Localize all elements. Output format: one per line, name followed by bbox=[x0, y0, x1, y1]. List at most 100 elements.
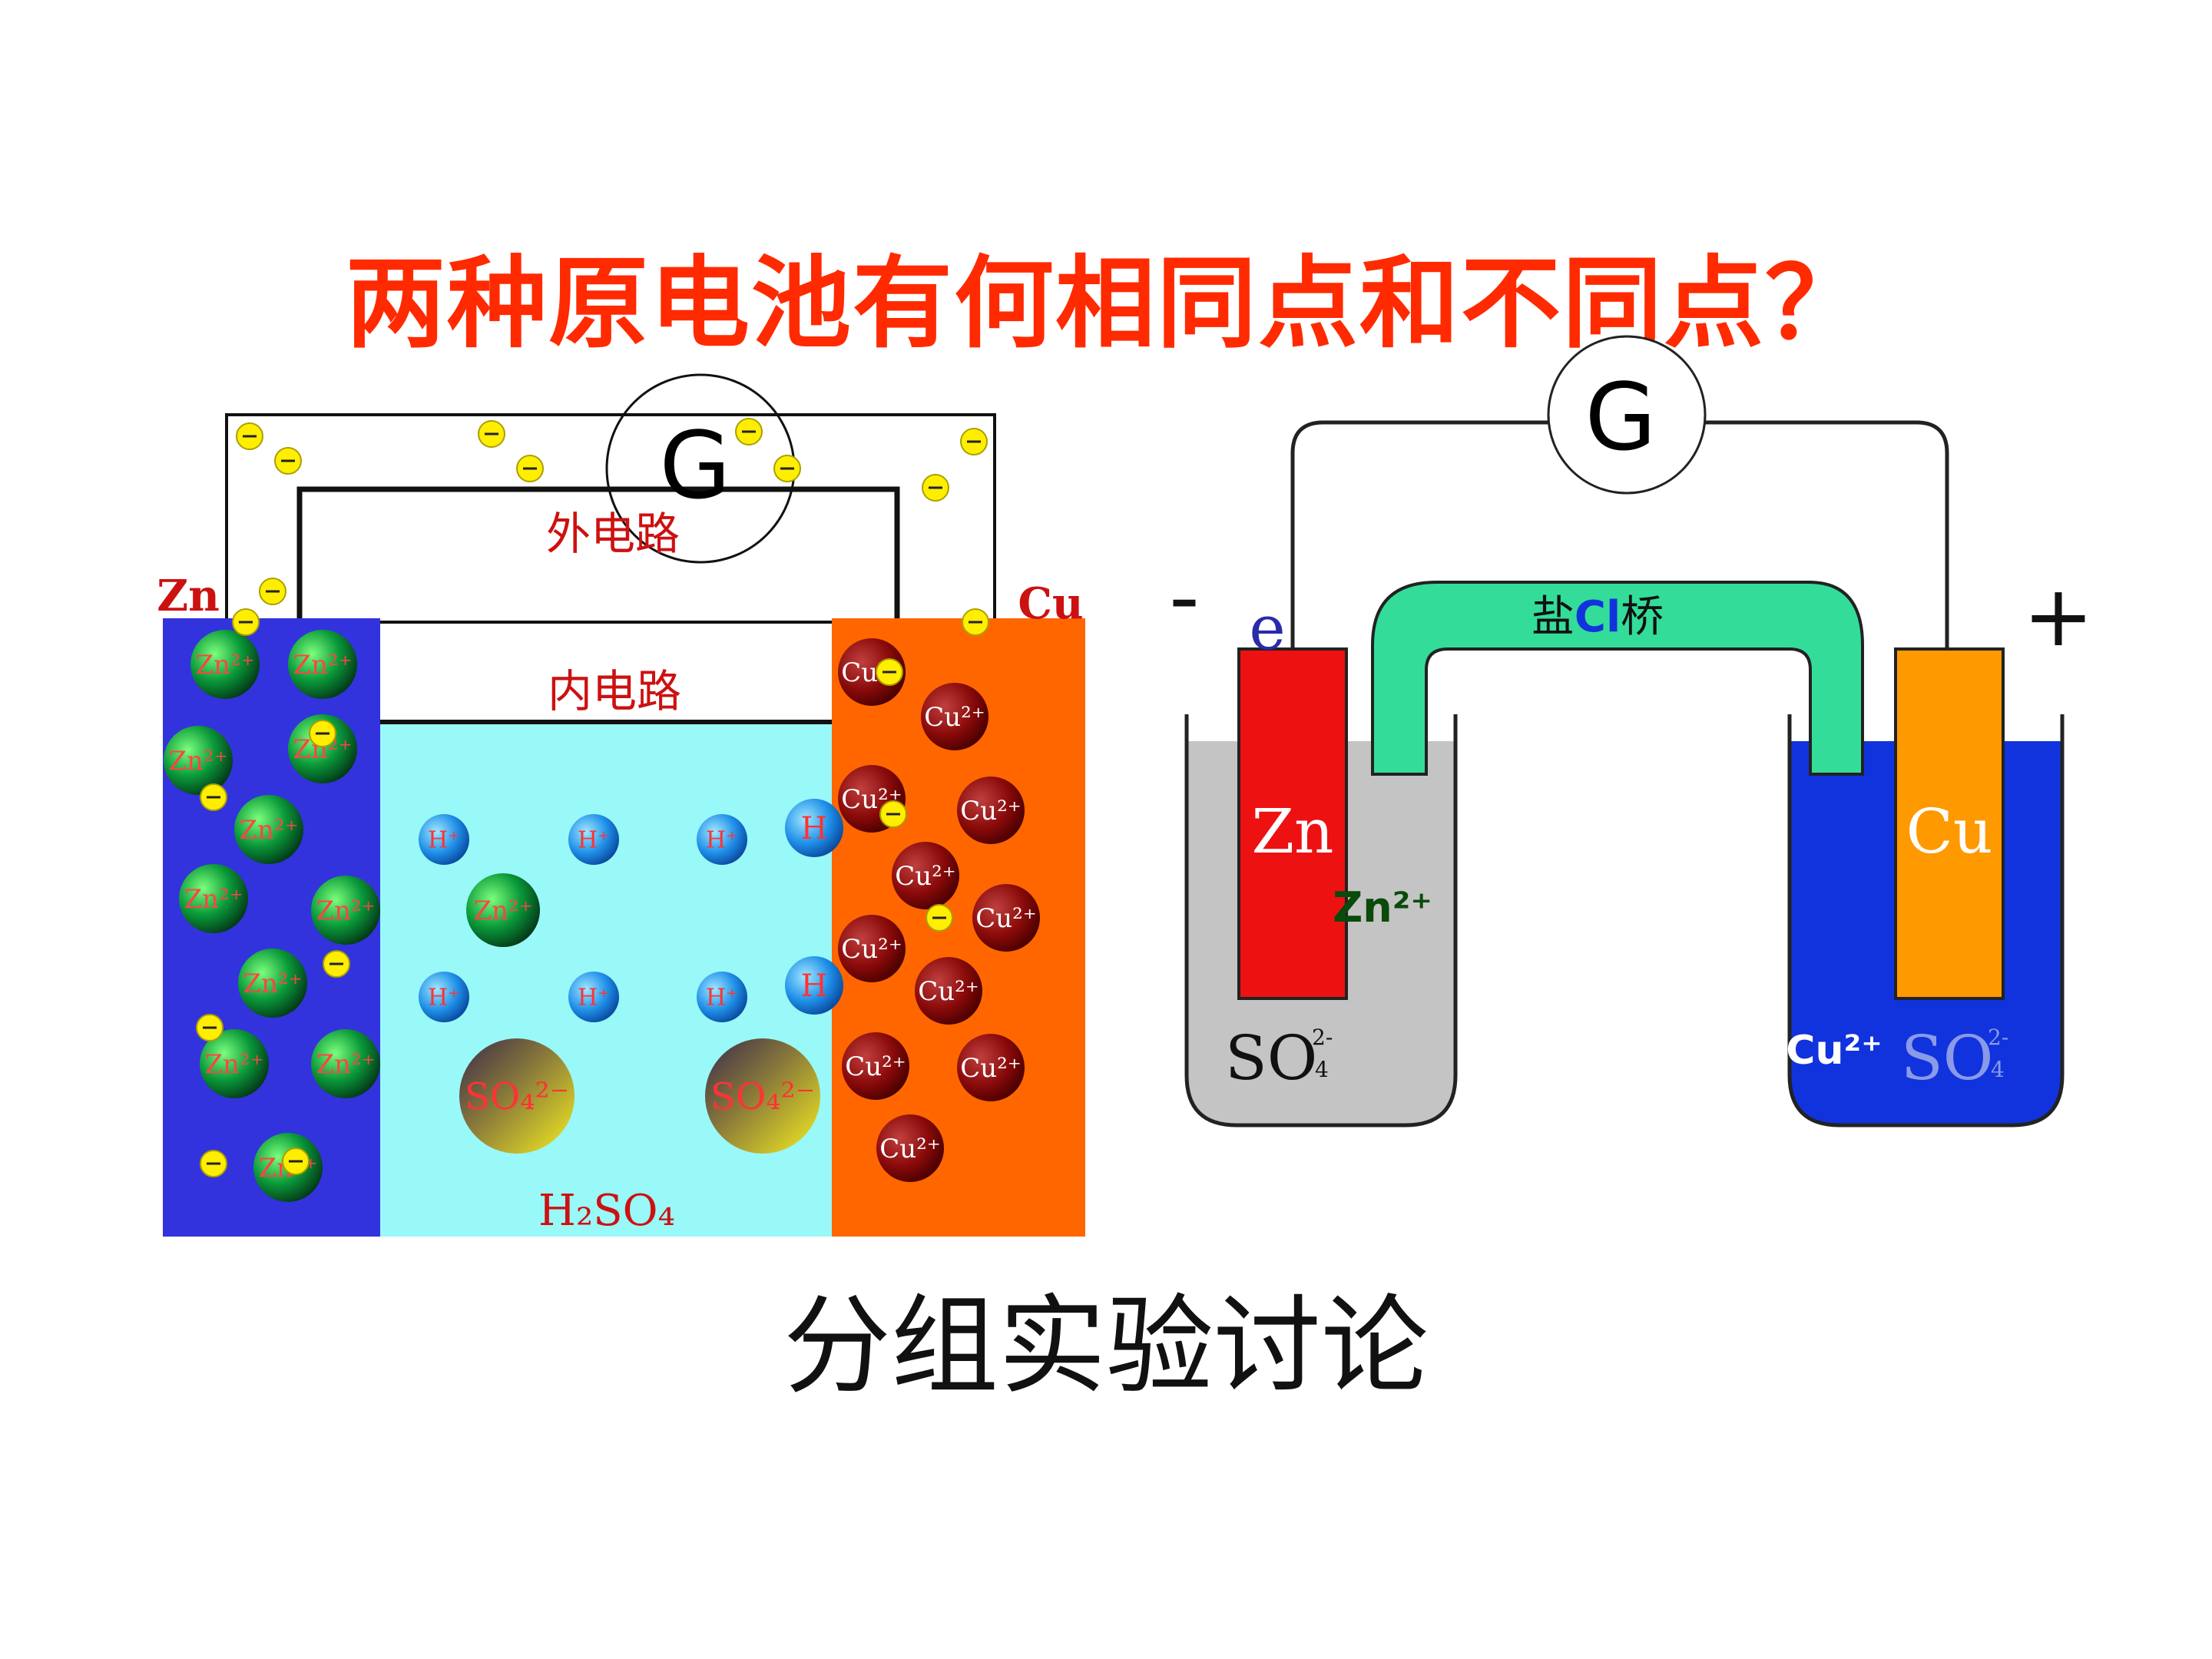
zn-side-sulfate-sup: 2- bbox=[1312, 1025, 1333, 1050]
h-ion-label: H⁺ bbox=[706, 985, 738, 1012]
zn-ion: Zn²⁺ bbox=[466, 873, 540, 947]
zn-ion-label: Zn²⁺ bbox=[473, 896, 532, 926]
h-ion-label: H⁺ bbox=[428, 985, 460, 1012]
cu-ion: Cu²⁺ bbox=[892, 842, 959, 909]
zn-ion: Zn²⁺ bbox=[200, 1029, 269, 1098]
zn-ion-label: Zn²⁺ bbox=[316, 1049, 375, 1080]
zn-ion-sphere bbox=[238, 949, 307, 1018]
right-galvanometer bbox=[1547, 335, 1707, 495]
right-galvanometer-label: G bbox=[1585, 365, 1657, 472]
cu-ion: Cu²⁺ bbox=[842, 1032, 909, 1100]
negative-terminal-sign: - bbox=[1169, 548, 1200, 646]
left-electrons bbox=[196, 418, 989, 1177]
cu-ion-sphere bbox=[842, 1032, 909, 1100]
left-cell: G 外电路 内电路 Zn Cu H₂SO₄ Zn²⁺Zn²⁺Zn²⁺Zn²⁺Zn… bbox=[157, 373, 1085, 1237]
h-ion-sphere bbox=[419, 814, 469, 865]
cu-ion-label: Cu²⁺ bbox=[975, 903, 1037, 934]
zn-ion: Zn²⁺ bbox=[190, 630, 260, 699]
positive-terminal-sign: + bbox=[2023, 567, 2094, 665]
zn-ion-sphere bbox=[164, 726, 233, 795]
zn-ion: Zn²⁺ bbox=[288, 630, 357, 699]
salt-bridge-label: 盐Cl桥 bbox=[1532, 592, 1664, 642]
sulfate-ion-sphere bbox=[705, 1038, 820, 1154]
cu-ion-label: Cu²⁺ bbox=[841, 934, 902, 965]
cu-ion-sphere bbox=[972, 884, 1040, 952]
h-ion-sphere bbox=[697, 972, 747, 1022]
cu-ion: Cu²⁺ bbox=[876, 1114, 944, 1182]
zn-ion-label: Zn²⁺ bbox=[195, 650, 254, 680]
zn-side-sulfate: SO bbox=[1225, 1022, 1317, 1094]
cu-ion: Cu²⁺ bbox=[972, 884, 1040, 952]
sulfate-ion: SO₄²⁻ bbox=[459, 1038, 575, 1154]
salt-bridge bbox=[1371, 581, 1864, 776]
zn-ion-label: Zn²⁺ bbox=[243, 969, 302, 999]
zn-ion-sphere bbox=[311, 876, 380, 945]
cu-ion-label: Cu²⁺ bbox=[879, 1134, 941, 1164]
cu-rod bbox=[1894, 647, 2005, 1000]
zn-ion-label: Zn²⁺ bbox=[204, 1049, 263, 1080]
cu-ion: Cu²⁺ bbox=[957, 777, 1025, 844]
zn-ion: Zn²⁺ bbox=[288, 714, 357, 783]
cu-ion: Cu²⁺ bbox=[921, 683, 988, 750]
h-ion: H bbox=[785, 799, 843, 857]
h-ion-sphere bbox=[785, 799, 843, 857]
cu-ion-label: Cu²⁺ bbox=[1786, 1028, 1882, 1074]
h-ion-label: H⁺ bbox=[428, 827, 460, 854]
cu-ion: Cu²⁺ bbox=[838, 915, 906, 982]
zn-rod-label: Zn bbox=[1251, 796, 1333, 867]
cu-ion: Cu²⁺ bbox=[957, 1034, 1025, 1101]
h-ion-label: H⁺ bbox=[578, 827, 610, 854]
zn-ion-label: Zn²⁺ bbox=[168, 746, 227, 777]
h-ion-label: H⁺ bbox=[706, 827, 738, 854]
h-ion-sphere bbox=[785, 956, 843, 1015]
sulfate-ion: SO₄²⁻ bbox=[705, 1038, 820, 1154]
h-ion-sphere bbox=[419, 972, 469, 1022]
h-ion: H⁺ bbox=[697, 814, 747, 865]
zn-ion-sphere bbox=[200, 1029, 269, 1098]
cu-ion: Cu²⁺ bbox=[915, 957, 982, 1025]
cu-ion-sphere bbox=[838, 638, 906, 706]
zn-ion-label: Zn²⁺ bbox=[293, 650, 352, 680]
cu-ion-sphere bbox=[838, 915, 906, 982]
h-ion-label: H bbox=[801, 969, 828, 1004]
cu-ion-sphere bbox=[957, 777, 1025, 844]
zn-beaker bbox=[1184, 714, 1458, 1128]
cu-ion-label: Cu²⁺ bbox=[918, 976, 979, 1007]
zn-ion: Zn²⁺ bbox=[311, 876, 380, 945]
h-ion: H⁺ bbox=[419, 814, 469, 865]
cu-ion-label: Cu²⁺ bbox=[895, 861, 956, 892]
zn-ion-sphere bbox=[466, 873, 540, 947]
zn-ion-sphere bbox=[288, 714, 357, 783]
outer-wire-frame bbox=[225, 413, 996, 624]
cu-side-sulfate-sub: 4 bbox=[1991, 1057, 2005, 1082]
slide-caption: 分组实验讨论 bbox=[783, 1284, 1429, 1409]
zn-electrode-label: Zn bbox=[157, 571, 220, 621]
zn-ion-label: Zn²⁺ bbox=[1333, 883, 1432, 932]
cu-ion-label: Cu²⁺ bbox=[960, 1053, 1022, 1084]
zn-ion-label: Zn²⁺ bbox=[184, 884, 243, 915]
h-ion: H⁺ bbox=[568, 972, 619, 1022]
zn-ion: Zn²⁺ bbox=[164, 726, 233, 795]
cu-ion-label: Cu²⁺ bbox=[845, 1051, 906, 1082]
cu-side-sulfate: SO bbox=[1901, 1022, 1993, 1094]
sulfate-ion-label: SO₄²⁻ bbox=[710, 1075, 815, 1118]
sulfate-ion-label: SO₄²⁻ bbox=[465, 1075, 569, 1118]
zn-ion: Zn²⁺ bbox=[311, 1029, 380, 1098]
h-ion-sphere bbox=[568, 972, 619, 1022]
electrolyte-label: H₂SO₄ bbox=[538, 1186, 675, 1236]
cu-ion-label: Cu²⁺ bbox=[960, 796, 1022, 826]
h-ion-sphere bbox=[568, 814, 619, 865]
h-ion: H⁺ bbox=[568, 814, 619, 865]
h-ion-sphere bbox=[697, 814, 747, 865]
zn-ion-label: Zn²⁺ bbox=[239, 815, 298, 846]
zn-rod bbox=[1237, 647, 1348, 1000]
h-ion-label: H bbox=[801, 811, 828, 846]
cu-side-sulfate-sup: 2- bbox=[1988, 1025, 2008, 1050]
zn-ion-sphere bbox=[190, 630, 260, 699]
zn-ion-sphere bbox=[179, 864, 248, 933]
h-ion: H⁺ bbox=[697, 972, 747, 1022]
cu-ion-sphere bbox=[876, 1114, 944, 1182]
cu-ion-sphere bbox=[915, 957, 982, 1025]
